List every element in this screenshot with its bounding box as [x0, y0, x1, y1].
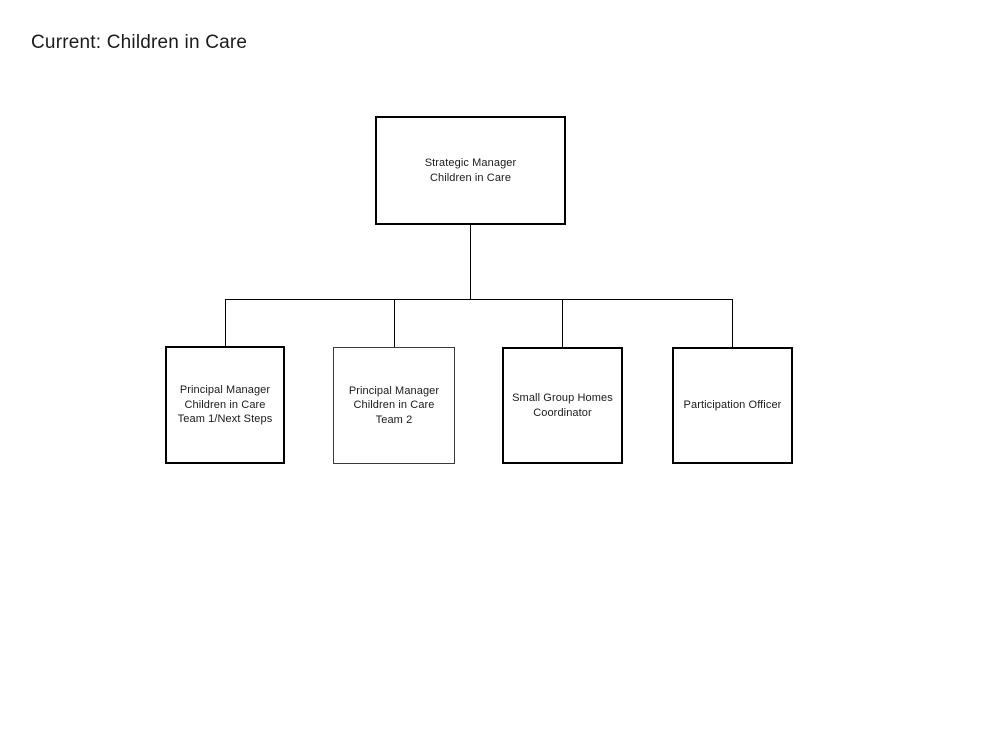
connector-horizontal-bus: [225, 299, 733, 300]
org-node-principal-manager-team1-label: Principal Manager Children in Care Team …: [177, 384, 273, 426]
connector-root-stem: [470, 225, 471, 299]
org-node-principal-manager-team1: Principal Manager Children in Care Team …: [165, 346, 285, 464]
connector-drop-small-group-homes: [562, 299, 563, 347]
connector-drop-team2: [394, 299, 395, 347]
org-node-strategic-manager: Strategic Manager Children in Care: [375, 116, 566, 225]
org-node-principal-manager-team2: Principal Manager Children in Care Team …: [333, 347, 455, 464]
org-node-small-group-homes-coordinator-label: Small Group Homes Coordinator: [512, 392, 613, 419]
page-title: Current: Children in Care: [31, 32, 248, 53]
org-node-strategic-manager-label: Strategic Manager Children in Care: [424, 157, 517, 184]
org-node-participation-officer-label: Participation Officer: [683, 399, 782, 412]
connector-drop-team1: [225, 299, 226, 346]
org-node-principal-manager-team2-label: Principal Manager Children in Care Team …: [348, 384, 440, 426]
org-node-small-group-homes-coordinator: Small Group Homes Coordinator: [502, 347, 623, 464]
connector-drop-participation-officer: [732, 299, 733, 347]
org-node-participation-officer: Participation Officer: [672, 347, 793, 464]
